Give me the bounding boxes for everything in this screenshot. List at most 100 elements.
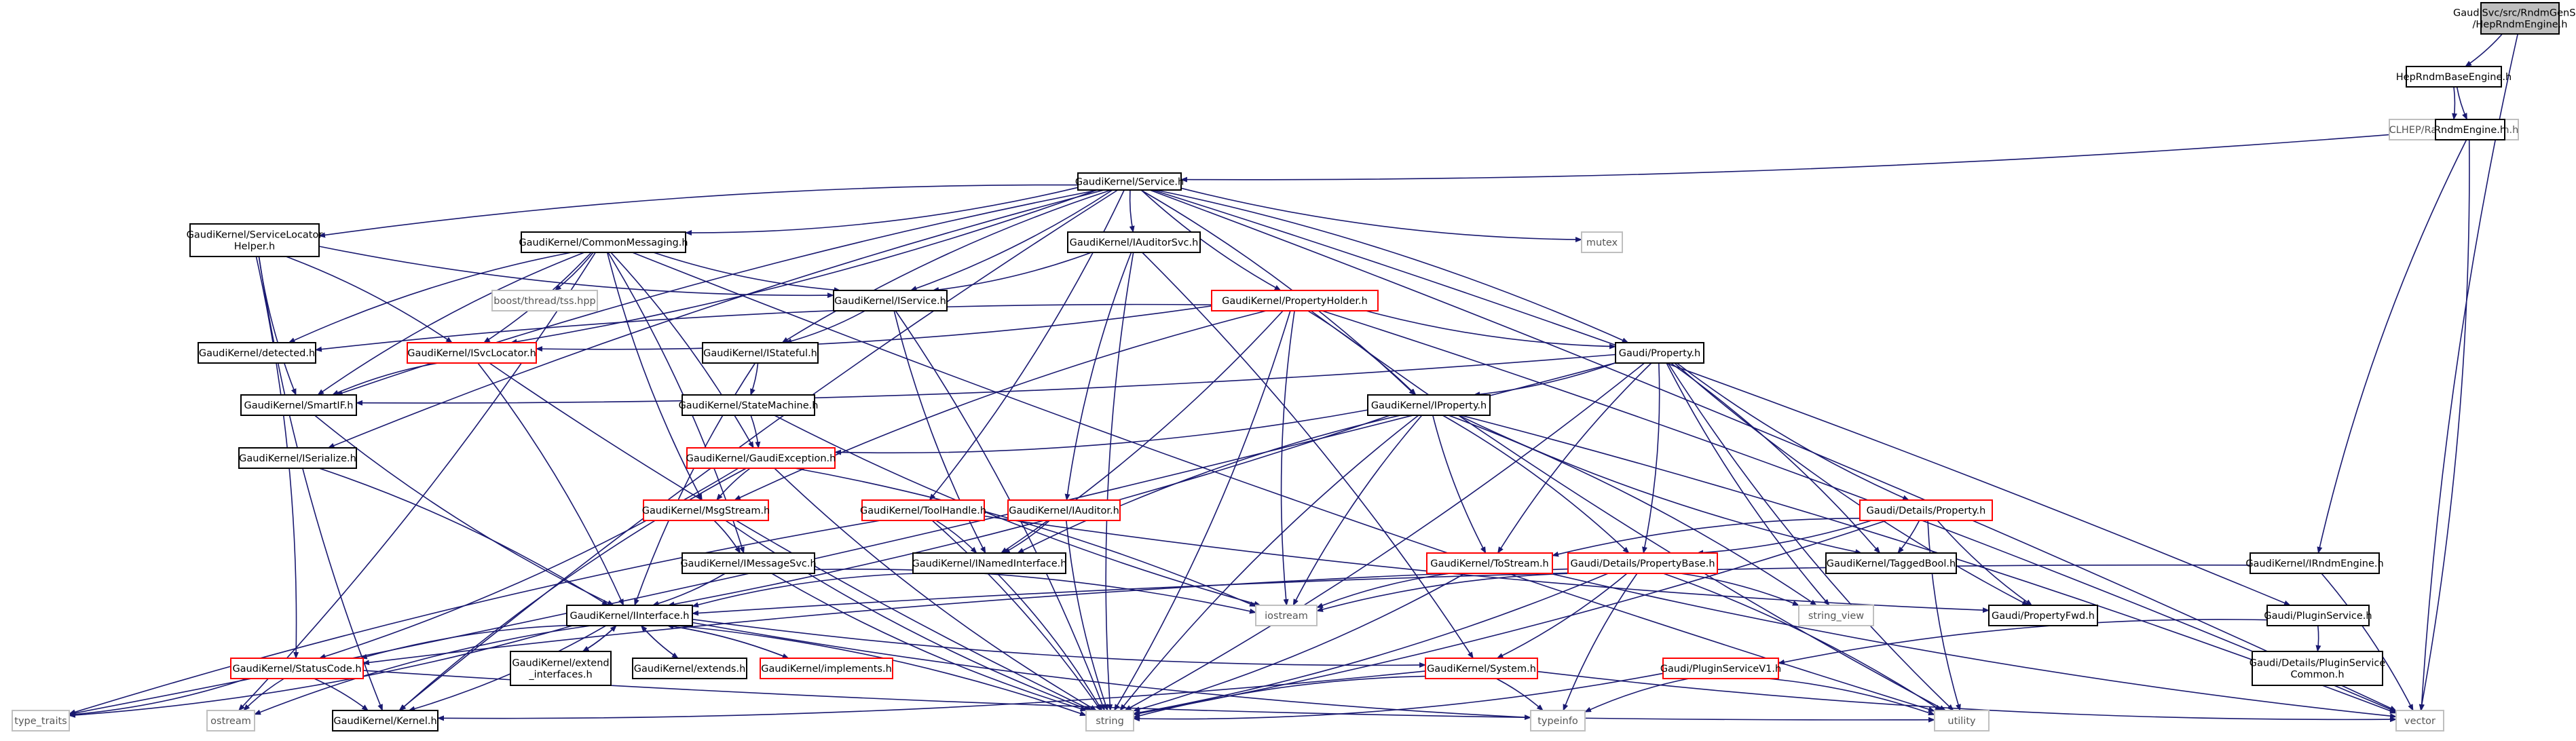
node-kernel[interactable]: GaudiKernel/Kernel.h [332, 710, 438, 732]
node-implements[interactable]: GaudiKernel/implements.h [760, 658, 893, 679]
node-box-typeinfo [1530, 710, 1586, 732]
edge-system-to-kernel [437, 670, 1426, 721]
node-irndm[interactable]: GaudiKernel/IRndmEngine.h [2245, 552, 2384, 574]
node-service[interactable]: GaudiKernel/Service.h [1075, 172, 1184, 191]
node-iauditor[interactable]: GaudiKernel/IAuditor.h [1007, 499, 1121, 521]
edge-ph-to-gprop [1365, 310, 1616, 349]
edge-service-to-isvcloc [510, 189, 1098, 345]
edge-tostream-to-string [1133, 573, 1466, 712]
node-label-iserialize: GaudiKernel/ISerialize.h [239, 453, 356, 464]
node-isvcloc[interactable]: GaudiKernel/ISvcLocator.h [407, 342, 537, 364]
edge-iinterface-to-system [692, 618, 1426, 668]
edge-system-to-string [1133, 675, 1426, 719]
node-propfwd[interactable]: Gaudi/PropertyFwd.h [1988, 605, 2098, 626]
node-label-smartif: GaudiKernel/SmartIF.h [244, 400, 354, 411]
edge-rndmengine-to-service [1180, 130, 2436, 183]
edge-statuscode-to-ostream [243, 678, 284, 711]
edge-inamed-to-iinterface [692, 573, 920, 608]
node-iserialize[interactable]: GaudiKernel/ISerialize.h [238, 447, 357, 469]
node-label-detected: GaudiKernel/detected.h [199, 348, 315, 359]
edge-iauditorsvc-to-system [1142, 252, 1474, 659]
edge-iextendi-to-iinterface [582, 625, 617, 652]
edge-statuscode-to-typetraits [69, 678, 248, 717]
node-box-cm [521, 231, 686, 253]
edge-isvcloc-to-string [489, 362, 1093, 711]
node-label-cm: GaudiKernel/CommonMessaging.h [519, 238, 688, 248]
node-iservice[interactable]: GaudiKernel/IService.h [833, 290, 948, 311]
edge-cm-to-smartif [317, 252, 585, 396]
edge-gprop-to-dprop [1676, 362, 1910, 501]
node-inamed[interactable]: GaudiKernel/INamedInterface.h [912, 552, 1067, 574]
node-statemachine[interactable]: GaudiKernel/StateMachine.h [679, 394, 819, 416]
edge-iprop-to-taggedbool [1458, 415, 1863, 555]
edge-statuscode-to-kernel [314, 678, 369, 711]
edge-ph-to-iostream [1280, 310, 1295, 606]
node-detected[interactable]: GaudiKernel/detected.h [198, 342, 316, 364]
node-imsgsvc[interactable]: GaudiKernel/IMessageSvc.h [680, 552, 817, 574]
node-system[interactable]: GaudiKernel/System.h [1425, 658, 1538, 679]
node-pluginsvc[interactable]: Gaudi/PluginService.h [2264, 605, 2372, 626]
node-iextendi[interactable]: GaudiKernel/extend_interfaces.h [510, 651, 612, 686]
edge-rndmengine-to-vector [2419, 139, 2470, 711]
node-box-iinterface [566, 605, 693, 626]
node-label-pluginsvc: Gaudi/PluginService.h [2264, 611, 2372, 622]
node-label-statuscode: GaudiKernel/StatusCode.h [232, 664, 361, 674]
node-label-typetraits: type_traits [14, 716, 67, 727]
node-label-iostream: iostream [1265, 611, 1308, 622]
node-gprop[interactable]: Gaudi/Property.h [1615, 342, 1704, 364]
node-iprop[interactable]: GaudiKernel/IProperty.h [1367, 394, 1491, 416]
edge-gprop-to-tostream [1497, 362, 1652, 554]
node-extends[interactable]: GaudiKernel/extends.h [632, 658, 747, 679]
edge-gexc-to-kernel [399, 468, 747, 711]
edge-slh-to-isvcloc [286, 256, 453, 343]
node-toolhandle[interactable]: GaudiKernel/ToolHandle.h [860, 499, 986, 521]
node-label-iextendi: GaudiKernel/extend_interfaces.h [512, 658, 609, 681]
node-psv1[interactable]: Gaudi/PluginServiceV1.h [1660, 658, 1781, 679]
edge-irndm-to-vector [2321, 573, 2414, 711]
edge-service-to-gprop [1155, 189, 1629, 343]
node-cm[interactable]: GaudiKernel/CommonMessaging.h [519, 231, 688, 253]
edge-cm-to-msgstream [606, 252, 703, 501]
node-msgstream[interactable]: GaudiKernel/MsgStream.h [642, 499, 770, 521]
edge-propbase-to-utility [1663, 573, 1942, 711]
edge-toolhandle-to-string [931, 520, 1102, 711]
node-root[interactable]: GaudiSvc/src/RndmGenSvc/HepRndmEngine.h [2453, 2, 2576, 35]
edge-isvcloc-to-iinterface [477, 362, 624, 606]
node-label-propfwd: Gaudi/PropertyFwd.h [1992, 611, 2095, 622]
edge-tostream-to-vector [1549, 573, 2397, 719]
node-label-toolhandle: GaudiKernel/ToolHandle.h [860, 506, 986, 516]
node-rndmengine[interactable]: RndmEngine.h [2434, 119, 2506, 140]
node-label-iprop: GaudiKernel/IProperty.h [1371, 400, 1487, 411]
node-propbase[interactable]: Gaudi/Details/PropertyBase.h [1567, 552, 1718, 574]
node-iinterface[interactable]: GaudiKernel/IInterface.h [566, 605, 693, 626]
node-box-boostthread [491, 290, 598, 311]
node-label-service: GaudiKernel/Service.h [1075, 177, 1184, 188]
edge-service-to-iservice [910, 189, 1113, 291]
edge-toolhandle-to-propfwd [984, 515, 1990, 613]
node-label-hepbase: HepRndmBaseEngine.h [2396, 72, 2512, 83]
node-box-istateful [702, 342, 819, 364]
node-hepbase[interactable]: HepRndmBaseEngine.h [2396, 66, 2512, 88]
node-statuscode[interactable]: GaudiKernel/StatusCode.h [230, 658, 364, 679]
edge-gprop-to-iprop [1473, 362, 1616, 398]
node-gexc[interactable]: GaudiKernel/GaudiException.h [686, 447, 836, 469]
node-label-iservice: GaudiKernel/IService.h [834, 296, 946, 307]
node-tostream[interactable]: GaudiKernel/ToStream.h [1426, 552, 1553, 574]
node-label-tostream: GaudiKernel/ToStream.h [1430, 558, 1549, 569]
node-box-dprop [1859, 499, 1993, 521]
node-istateful[interactable]: GaudiKernel/IStateful.h [702, 342, 819, 364]
node-box-pluginsvc [2266, 605, 2370, 626]
node-iauditorsvc[interactable]: GaudiKernel/IAuditorSvc.h [1067, 231, 1201, 253]
node-smartif[interactable]: GaudiKernel/SmartIF.h [240, 394, 357, 416]
edge-service-to-vector [1149, 189, 2397, 712]
edge-iprop-to-stringview [1448, 415, 1817, 606]
node-utility: utility [1934, 710, 1990, 732]
node-taggedbool[interactable]: GaudiKernel/TaggedBool.h [1825, 552, 1957, 574]
node-label-kernel: GaudiKernel/Kernel.h [333, 716, 436, 727]
node-ph[interactable]: GaudiKernel/PropertyHolder.h [1211, 290, 1379, 311]
edge-cm-to-gexc [610, 252, 754, 449]
node-dprop[interactable]: Gaudi/Details/Property.h [1859, 499, 1993, 521]
